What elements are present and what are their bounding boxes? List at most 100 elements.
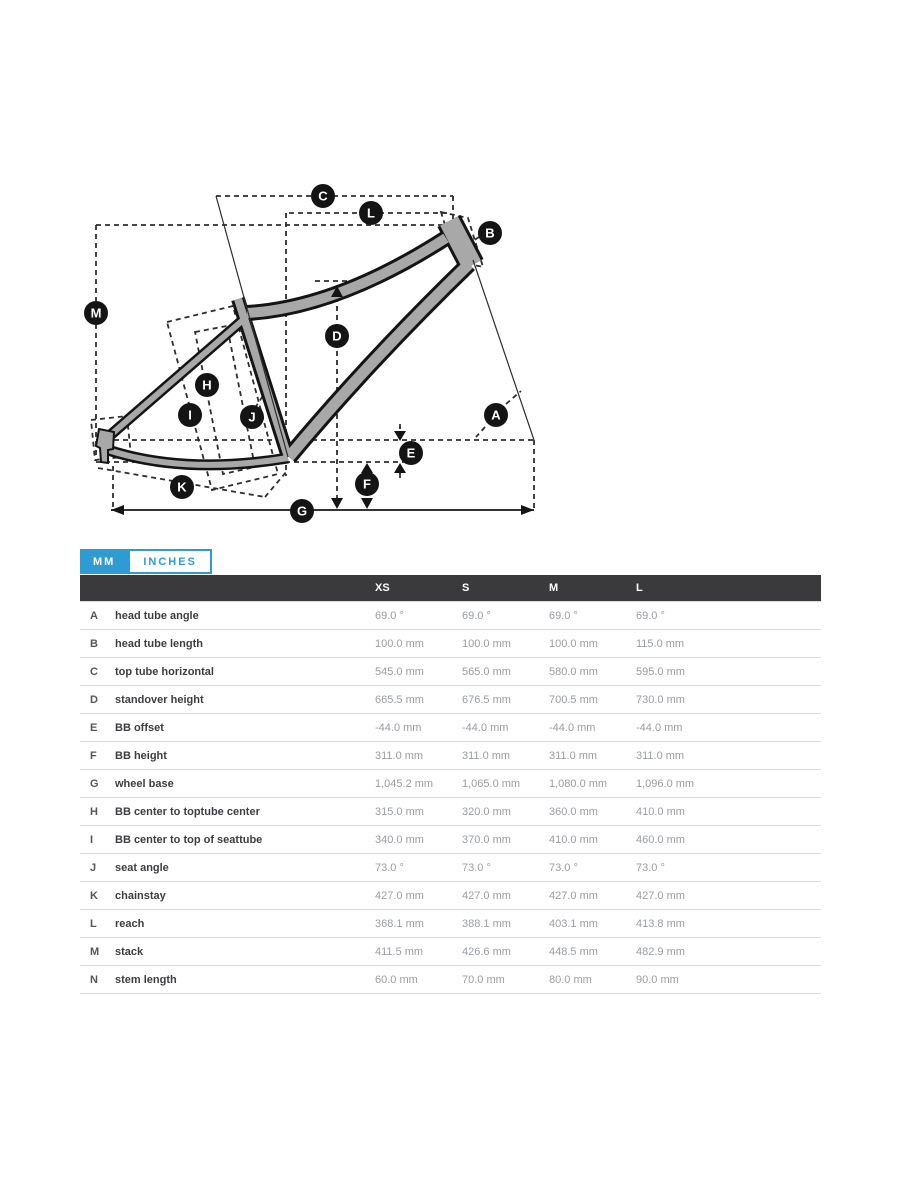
row-value: 700.5 mm xyxy=(549,693,598,706)
svg-text:I: I xyxy=(188,408,192,423)
row-value: -44.0 mm xyxy=(636,721,683,734)
row-value: 411.5 mm xyxy=(375,945,424,958)
row-value: 311.0 mm xyxy=(636,749,685,762)
row-value: 73.0 ° xyxy=(375,861,404,874)
diagram-label-E: E xyxy=(399,441,423,465)
row-label: standover height xyxy=(115,693,204,706)
header-size-l: L xyxy=(636,575,821,602)
row-value: 90.0 mm xyxy=(636,973,679,986)
header-label-col xyxy=(110,575,375,602)
row-value: 69.0 ° xyxy=(462,609,491,622)
measure-arrows xyxy=(331,286,406,509)
row-value: 115.0 mm xyxy=(636,637,685,650)
row-value: 388.1 mm xyxy=(462,917,511,930)
row-label: reach xyxy=(115,917,145,930)
row-value: -44.0 mm xyxy=(549,721,596,734)
unit-toggle: MM INCHES xyxy=(80,549,212,574)
row-value: 565.0 mm xyxy=(462,665,511,678)
row-value: 69.0 ° xyxy=(636,609,665,622)
row-label: head tube angle xyxy=(115,609,199,622)
row-value: 80.0 mm xyxy=(549,973,592,986)
diagram-label-H: H xyxy=(195,373,219,397)
diagram-label-K: K xyxy=(170,475,194,499)
diagram-label-D: D xyxy=(325,324,349,348)
row-value: 320.0 mm xyxy=(462,805,511,818)
row-label: head tube length xyxy=(115,637,203,650)
row-value: 427.0 mm xyxy=(549,889,598,902)
row-value: -44.0 mm xyxy=(375,721,422,734)
row-label: stem length xyxy=(115,973,177,986)
row-letter: L xyxy=(90,917,97,930)
row-value: 69.0 ° xyxy=(549,609,578,622)
svg-text:M: M xyxy=(91,306,102,321)
svg-text:C: C xyxy=(318,189,328,204)
row-value: 311.0 mm xyxy=(462,749,511,762)
row-value: 580.0 mm xyxy=(549,665,598,678)
row-value: 595.0 mm xyxy=(636,665,685,678)
row-value: 448.5 mm xyxy=(549,945,598,958)
svg-text:B: B xyxy=(485,226,494,241)
row-value: 413.8 mm xyxy=(636,917,685,930)
row-letter: F xyxy=(90,749,97,762)
row-value: 403.1 mm xyxy=(549,917,598,930)
row-letter: N xyxy=(90,973,98,986)
row-value: 311.0 mm xyxy=(375,749,424,762)
row-label: top tube horizontal xyxy=(115,665,214,678)
row-letter: J xyxy=(90,861,97,874)
row-value: 73.0 ° xyxy=(462,861,491,874)
row-value: 340.0 mm xyxy=(375,833,424,846)
diagram-label-L: L xyxy=(359,201,383,225)
row-value: 370.0 mm xyxy=(462,833,511,846)
row-value: 73.0 ° xyxy=(549,861,578,874)
row-letter: H xyxy=(90,805,98,818)
svg-text:G: G xyxy=(297,504,307,519)
diagram-labels: C L B M D HI J A EF K G xyxy=(84,184,508,523)
svg-text:K: K xyxy=(177,480,187,495)
row-letter: C xyxy=(90,665,98,678)
row-label: seat angle xyxy=(115,861,169,874)
svg-text:D: D xyxy=(332,329,341,344)
row-value: 100.0 mm xyxy=(375,637,424,650)
row-value: 545.0 mm xyxy=(375,665,424,678)
row-value: 410.0 mm xyxy=(549,833,598,846)
row-value: 665.5 mm xyxy=(375,693,424,706)
row-value: 73.0 ° xyxy=(636,861,665,874)
diagram-label-M: M xyxy=(84,301,108,325)
diagram-label-G: G xyxy=(290,499,314,523)
header-size-xs: XS xyxy=(375,575,462,602)
row-value: 1,065.0 mm xyxy=(462,777,521,790)
svg-text:A: A xyxy=(491,408,501,423)
row-label: BB center to toptube center xyxy=(115,805,260,818)
row-value: 1,080.0 mm xyxy=(549,777,608,790)
diagram-label-A: A xyxy=(484,403,508,427)
row-letter: B xyxy=(90,637,98,650)
row-label: stack xyxy=(115,945,144,958)
row-value: 100.0 mm xyxy=(462,637,511,650)
row-label: BB offset xyxy=(115,721,164,734)
svg-text:J: J xyxy=(248,410,255,425)
row-value: 1,096.0 mm xyxy=(636,777,695,790)
diagram-label-F: F xyxy=(355,472,379,496)
row-value: 730.0 mm xyxy=(636,693,685,706)
row-value: 482.9 mm xyxy=(636,945,685,958)
unit-tab-inches[interactable]: INCHES xyxy=(128,549,212,574)
wheelbase-line xyxy=(111,505,534,515)
row-label: chainstay xyxy=(115,889,166,902)
row-value: 368.1 mm xyxy=(375,917,424,930)
unit-tab-mm[interactable]: MM xyxy=(80,549,129,574)
diagram-label-J: J xyxy=(240,405,264,429)
row-value: 427.0 mm xyxy=(462,889,511,902)
diagram-label-C: C xyxy=(311,184,335,208)
header-size-m: M xyxy=(549,575,636,602)
row-label: wheel base xyxy=(115,777,174,790)
